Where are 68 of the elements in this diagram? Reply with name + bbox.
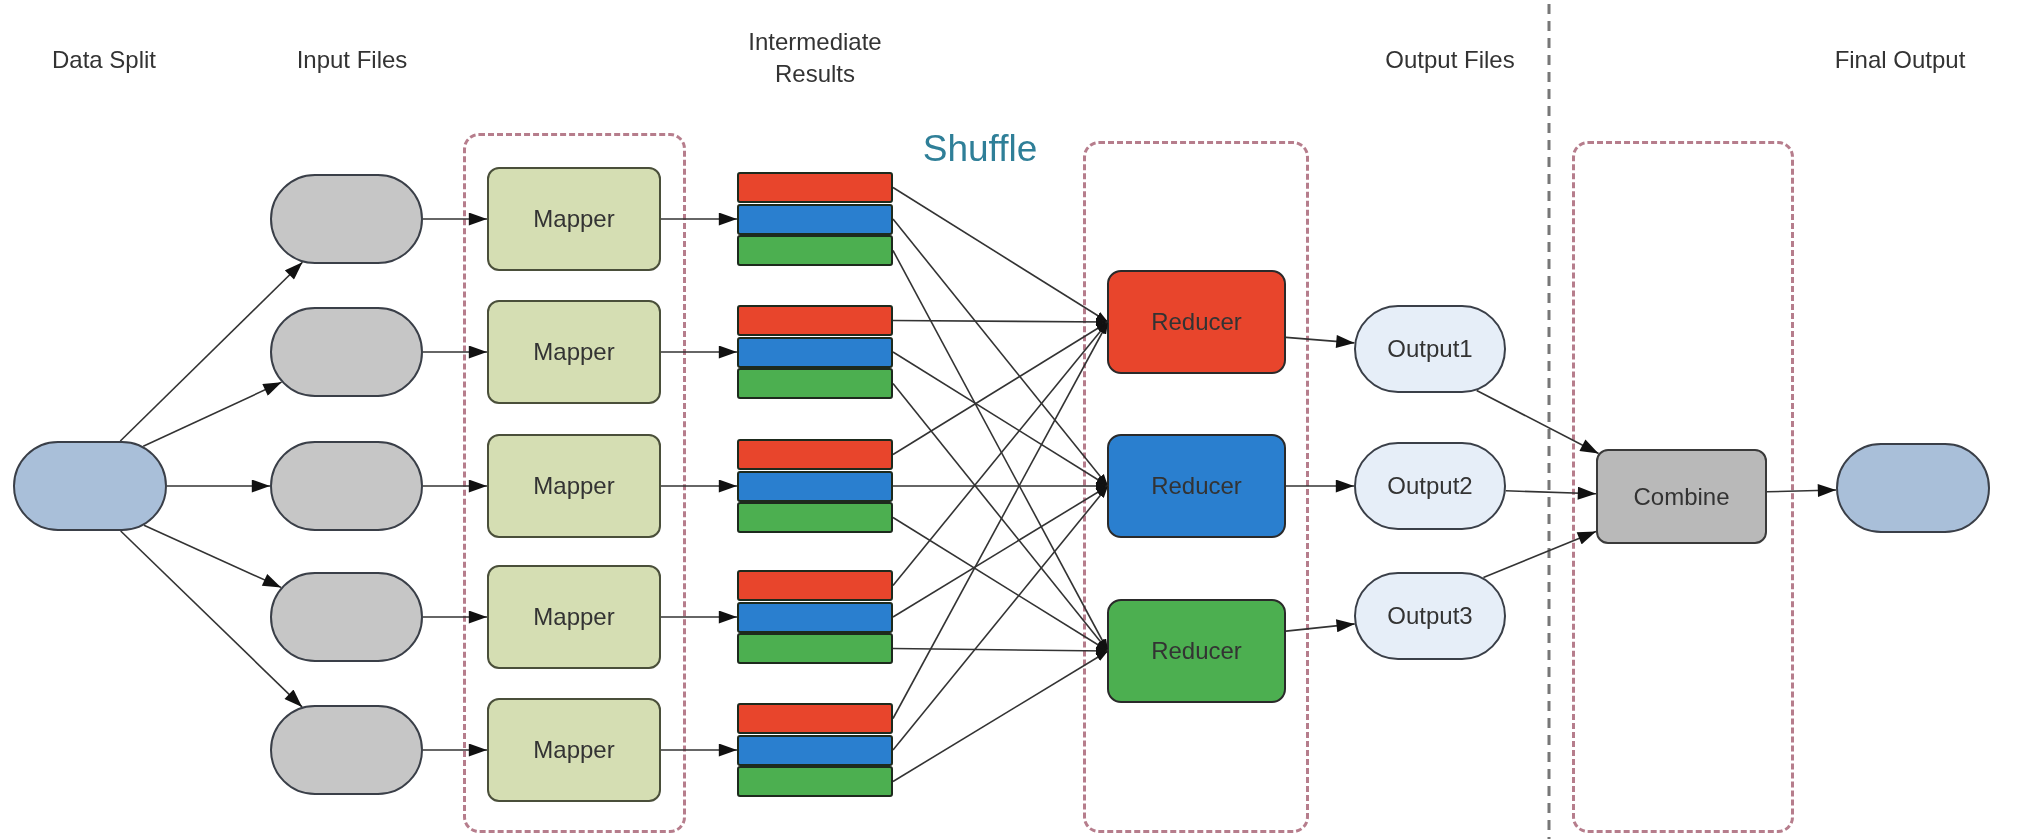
shuffle-arrow <box>892 485 1109 618</box>
arrow <box>166 479 271 493</box>
result-bar <box>737 203 893 235</box>
arrow <box>1504 486 1597 500</box>
arrow <box>1482 530 1597 579</box>
result-bar <box>737 305 893 336</box>
result-bar <box>737 172 893 203</box>
arrow <box>1285 479 1355 493</box>
arrow <box>1766 484 1837 497</box>
result-bar <box>737 734 893 766</box>
reducer-box: Reducer <box>1107 270 1286 374</box>
mapper-box: Mapper <box>487 565 661 669</box>
arrow <box>660 743 738 757</box>
result-bar <box>737 601 893 633</box>
arrow <box>119 530 303 708</box>
dashed-group-box <box>463 133 686 833</box>
column-heading: Data Split <box>50 45 158 75</box>
mapper-box: Mapper <box>487 698 661 802</box>
arrow <box>422 345 488 359</box>
arrow <box>1285 619 1356 633</box>
shuffle-arrow <box>892 646 1109 656</box>
shuffle-arrow <box>892 249 1109 652</box>
dashed-group-box <box>1572 141 1794 833</box>
shuffle-arrow <box>892 218 1109 487</box>
arrow <box>660 345 738 359</box>
result-bar <box>737 766 893 797</box>
column-heading: Output Files <box>1384 45 1516 75</box>
arrow <box>422 610 488 624</box>
arrow <box>142 381 283 448</box>
arrow <box>119 261 304 442</box>
arrow <box>143 524 282 589</box>
shuffle-arrow <box>892 186 1109 323</box>
shuffle-arrow <box>892 321 1109 456</box>
mapper-box: Mapper <box>487 434 661 538</box>
column-heading: Final Output <box>1833 45 1967 75</box>
reducer-box: Reducer <box>1107 599 1286 703</box>
result-bar <box>737 703 893 734</box>
shuffle-arrow <box>892 516 1109 652</box>
combine-box: Combine <box>1596 449 1767 544</box>
column-heading: Input Files <box>295 45 409 75</box>
reducer-box: Reducer <box>1107 434 1286 538</box>
shuffle-arrow <box>892 351 1109 487</box>
arrow <box>422 479 488 493</box>
column-heading: Intermediate Results <box>747 27 883 90</box>
mapper-box: Mapper <box>487 300 661 404</box>
shuffle-arrow <box>892 481 1109 491</box>
result-bar <box>737 235 893 266</box>
shuffle-heading: Shuffle <box>921 127 1039 171</box>
result-bar <box>737 502 893 533</box>
shuffle-arrow <box>892 317 1109 327</box>
result-bar <box>737 336 893 368</box>
arrow <box>660 610 738 624</box>
result-bar <box>737 470 893 502</box>
shuffle-arrow <box>892 321 1109 720</box>
dashed-group-box <box>1083 141 1309 833</box>
arrow <box>422 212 488 226</box>
arrow <box>422 743 488 757</box>
shuffle-arrow <box>892 485 1109 751</box>
arrow <box>1285 334 1356 348</box>
result-bar <box>737 439 893 470</box>
result-bar <box>737 570 893 601</box>
arrow <box>660 212 738 226</box>
mapper-box: Mapper <box>487 167 661 271</box>
result-bar <box>737 368 893 399</box>
arrow <box>1475 389 1600 455</box>
arrow <box>660 479 738 493</box>
result-bar <box>737 633 893 664</box>
shuffle-arrow <box>892 650 1109 783</box>
